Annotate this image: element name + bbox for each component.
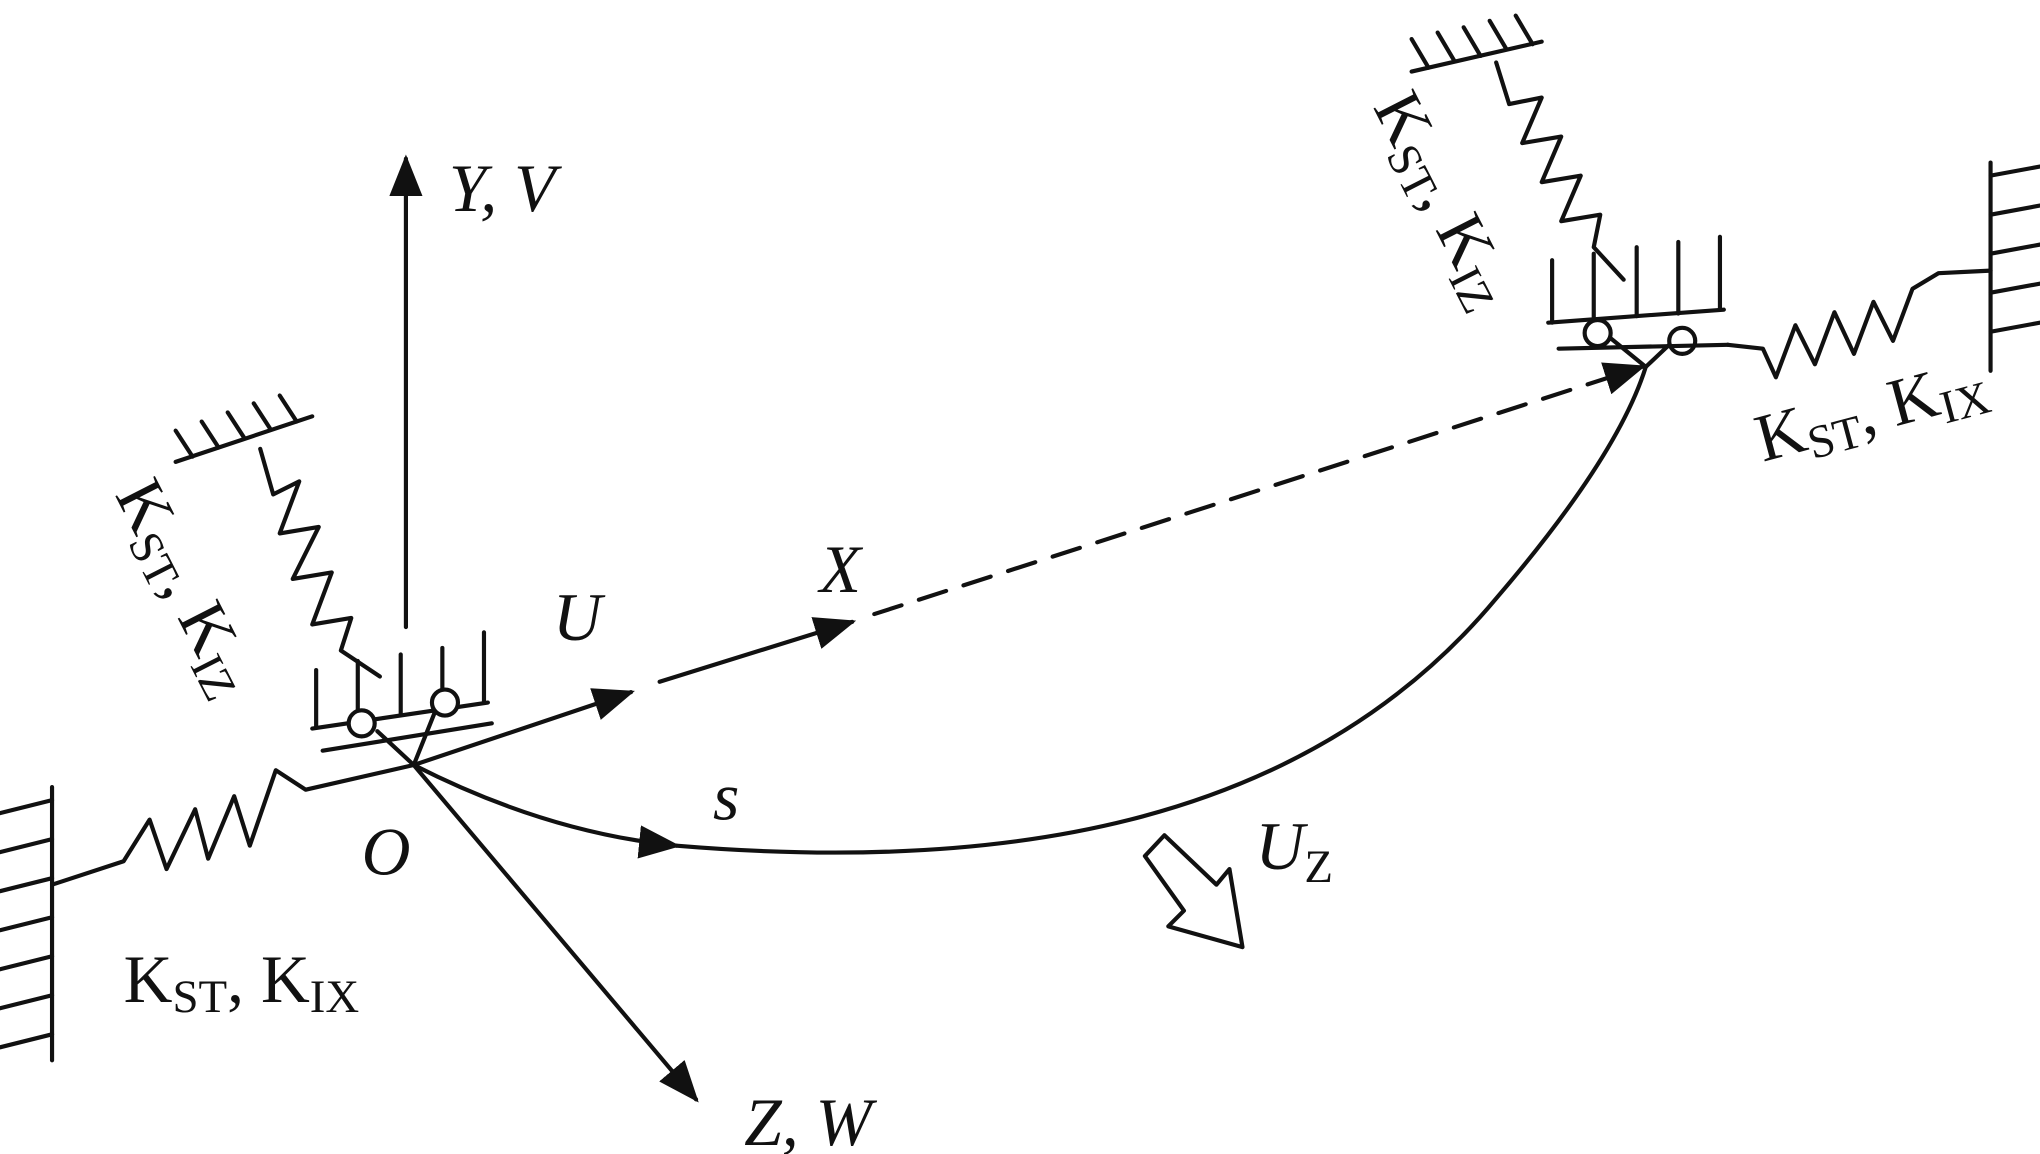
x-axis-label: X bbox=[817, 532, 864, 607]
x-axis-solid-2 bbox=[657, 617, 857, 684]
uz-hollow-arrow bbox=[1142, 833, 1245, 950]
left-roller-support bbox=[310, 630, 494, 768]
left-vertical-spring-label: KST, KIZ bbox=[95, 467, 272, 709]
right-horizontal-spring bbox=[1725, 160, 2040, 380]
right-horizontal-spring-label: KST, KIX bbox=[1747, 343, 1996, 483]
beam-curve-start bbox=[411, 762, 681, 859]
z-axis bbox=[411, 762, 699, 1103]
right-vertical-spring-label: KST, KIZ bbox=[1354, 79, 1531, 321]
right-roller-support bbox=[1546, 234, 1730, 369]
left-horizontal-spring bbox=[0, 762, 416, 1063]
beam-curve bbox=[674, 364, 1648, 855]
right-vertical-spring bbox=[1409, 13, 1626, 282]
origin-label: O bbox=[362, 814, 411, 889]
x-axis-dashed bbox=[872, 362, 1646, 617]
y-axis-label: Y, V bbox=[449, 151, 562, 226]
left-vertical-spring bbox=[173, 393, 382, 679]
x-axis-solid bbox=[411, 688, 635, 768]
left-horizontal-spring-label: KST, KIX bbox=[124, 942, 360, 1023]
z-axis-label: Z, W bbox=[744, 1085, 877, 1154]
uz-label: UZ bbox=[1255, 809, 1332, 893]
arc-length-label: s bbox=[713, 760, 739, 835]
u-label: U bbox=[553, 580, 606, 655]
